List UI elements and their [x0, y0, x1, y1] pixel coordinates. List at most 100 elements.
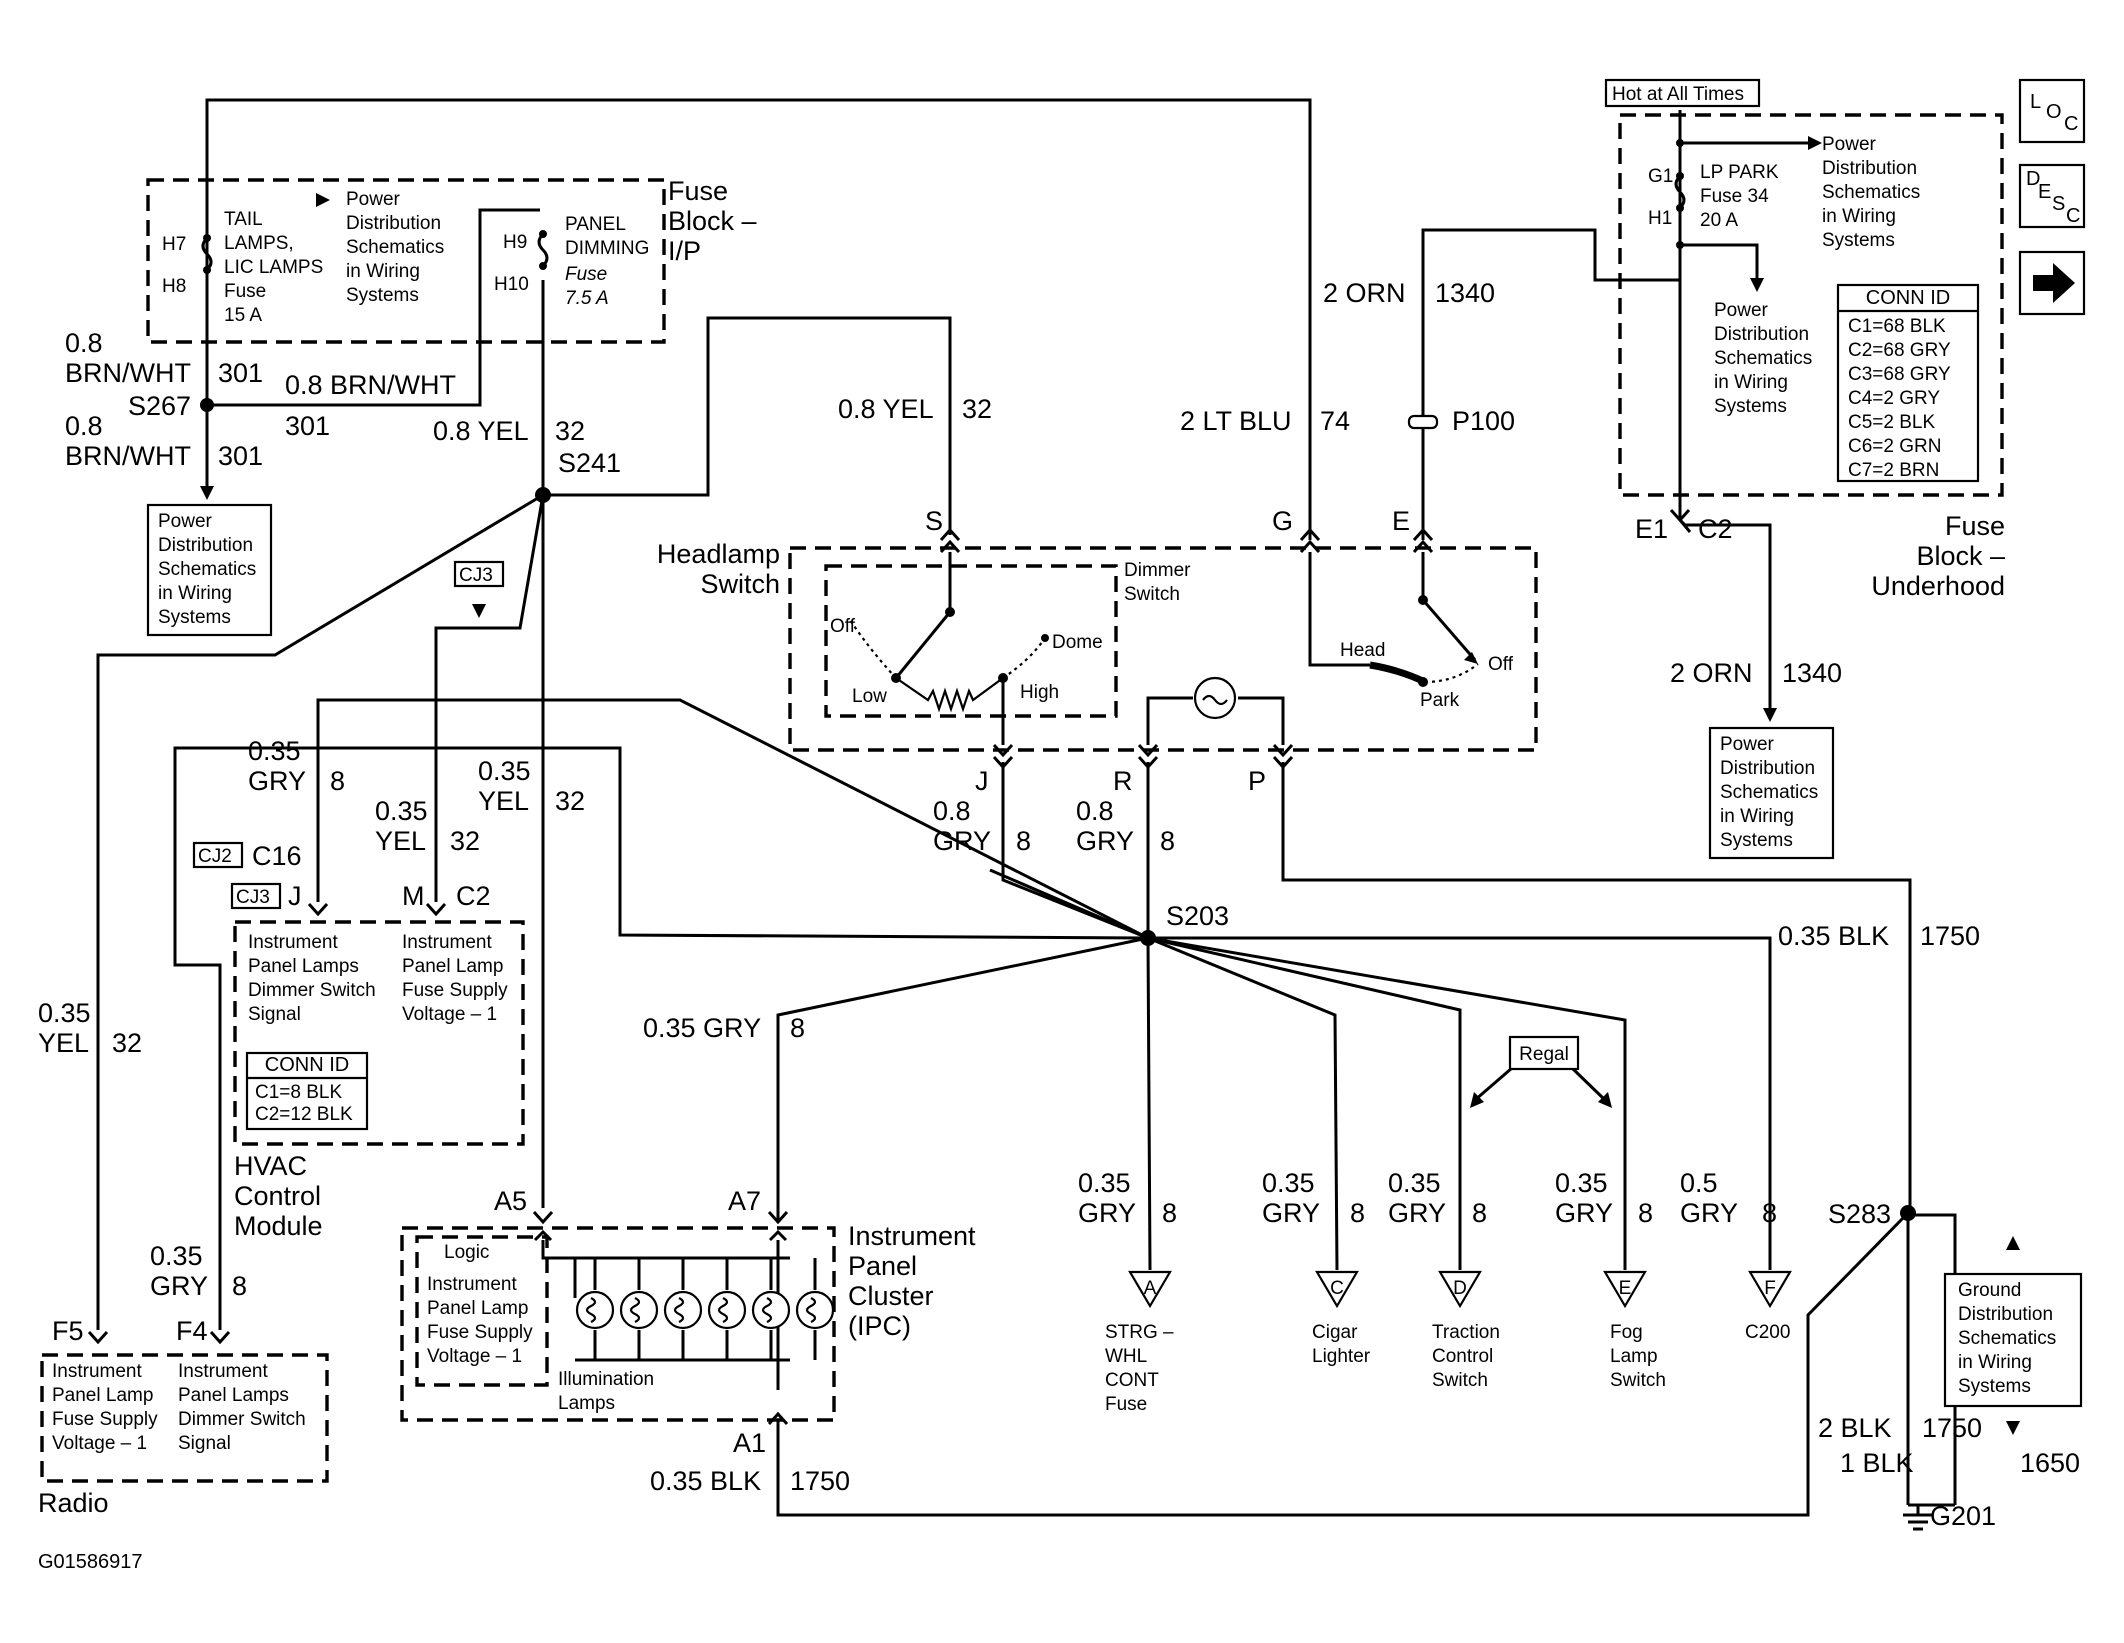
next-arrow-icon[interactable] — [2033, 263, 2075, 303]
location-button[interactable] — [2018, 78, 2086, 144]
power-ref-e1-line: in Wiring — [1720, 806, 1794, 827]
destination-c-label-line: Cigar — [1312, 1322, 1358, 1343]
pin-e: E — [1392, 506, 1410, 536]
illumination-lamp-6-circle — [795, 1290, 835, 1330]
wire-gry-d: 8 — [1472, 1198, 1487, 1228]
pin-s: S — [925, 506, 943, 536]
hvac-right-label-line: Fuse Supply — [402, 980, 508, 1001]
dimming-fuse-label-line: PANEL — [565, 214, 626, 235]
wire-blk-2: 2 BLK — [1818, 1413, 1892, 1443]
wire-gry-e: 0.35 — [1555, 1168, 1608, 1198]
wire-gry-radio: GRY — [150, 1271, 208, 1301]
underhood-down-arrow — [1750, 278, 1764, 292]
destination-e-pin: E — [1619, 1278, 1632, 1299]
destination-d-label-line: Traction — [1432, 1322, 1500, 1343]
wires — [96, 98, 1957, 1517]
underhood-conn-id-line: C2=68 GRY — [1848, 340, 1951, 361]
wire-brn-left-top: 301 — [218, 358, 263, 388]
hvac-title-line: HVAC — [234, 1151, 307, 1181]
conn-id-underhood-box — [1836, 283, 1980, 483]
ground-ref-line: in Wiring — [1958, 1352, 2032, 1373]
dimming-fuse-rating-line: Fuse — [565, 264, 607, 285]
pin-a7: A7 — [728, 1186, 761, 1216]
dimmer-switch-title-line: Switch — [1124, 584, 1180, 605]
pin-a1: A1 — [733, 1428, 766, 1458]
connector-c2: C2 — [456, 881, 491, 911]
ground-ref-line: Distribution — [1958, 1304, 2053, 1325]
wire-yel-radio: 0.35 — [38, 998, 91, 1028]
underhood-power-ref-down-line: Distribution — [1714, 324, 1809, 345]
hvac-left-label-line: Panel Lamps — [248, 956, 359, 977]
hot-label-box — [1604, 78, 1761, 108]
splice-s241: S241 — [558, 448, 621, 478]
underhood-conn-id-line: C7=2 BRN — [1848, 460, 1939, 481]
wire-brn-mid: 0.8 BRN/WHT — [285, 370, 456, 400]
cj3-arrow — [472, 604, 486, 618]
underhood-conn-id-line: C3=68 GRY — [1848, 364, 1951, 385]
destination-f-label-line: C200 — [1745, 1322, 1790, 1343]
dimmer-high: High — [1020, 682, 1059, 703]
nav-buttons[interactable] — [2018, 78, 2086, 316]
hvac-right-label-line: Voltage – 1 — [402, 1004, 497, 1025]
switch-park: Park — [1420, 690, 1460, 711]
ipc-title-line: Cluster — [848, 1281, 934, 1311]
lp-park-fuse-label-line: 20 A — [1700, 210, 1738, 231]
switch-head: Head — [1340, 640, 1385, 661]
underhood-power-ref-down-line: Schematics — [1714, 348, 1812, 369]
fuse-block-underhood-title-line: Block – — [1916, 541, 2005, 571]
hvac-right-label-line: Panel Lamp — [402, 956, 503, 977]
wire-gry-c: 0.35 — [1262, 1168, 1315, 1198]
power-ref-e1-box — [1708, 726, 1835, 860]
underhood-conn-id-line: C4=2 GRY — [1848, 388, 1940, 409]
wire-gry-c: GRY — [1262, 1198, 1320, 1228]
fuse-ip-power-ref-line: Distribution — [346, 213, 441, 234]
power-ref-e1-line: Distribution — [1720, 758, 1815, 779]
wire-gry-hvac: GRY — [248, 766, 306, 796]
fuse-block-ip-title-line: Block – — [668, 206, 757, 236]
cj3-tag: CJ3 — [236, 887, 270, 908]
wire-gry-a: 8 — [1162, 1198, 1177, 1228]
hvac-module-box — [233, 920, 525, 1146]
ipc-logic-label-line: Voltage – 1 — [427, 1346, 522, 1367]
radio-left-label-line: Instrument — [52, 1361, 142, 1382]
s267-down-arrow — [200, 486, 214, 500]
ground-ref-up-arrow — [2006, 1236, 2020, 1250]
destination-a-label-line: STRG – — [1105, 1322, 1174, 1343]
fuse-block-underhood-title-line: Underhood — [1871, 571, 2005, 601]
dimmer-switch-box — [824, 564, 1118, 718]
pin-h1: H1 — [1648, 208, 1672, 229]
radio-title: Radio — [38, 1488, 109, 1518]
wire-orn-1340-right: 2 ORN — [1670, 658, 1753, 688]
description-button[interactable] — [2018, 163, 2086, 229]
wire-lt-blu: 2 LT BLU — [1180, 406, 1292, 436]
hvac-left-label-line: Instrument — [248, 932, 338, 953]
ipc-lamp-group — [575, 1258, 835, 1360]
wire-yel-hvac-m: 32 — [450, 826, 480, 856]
splice-s241-dot — [535, 487, 551, 503]
underhood-conn-id-line: C5=2 BLK — [1848, 412, 1935, 433]
wire-yel-s: 0.8 YEL — [838, 394, 934, 424]
p100-label: P100 — [1452, 406, 1515, 436]
dimmer-off: Off — [830, 616, 856, 637]
splice-s283: S283 — [1828, 1199, 1891, 1229]
wire-yel-s241: 0.8 YEL — [433, 416, 529, 446]
wire-gry-hvac: 0.35 — [248, 736, 301, 766]
headlamp-switch-internals — [849, 552, 1479, 745]
wire-blk-1: 1 BLK — [1840, 1448, 1914, 1478]
ground-g201-symbol — [1903, 1503, 1955, 1531]
destination-triangles — [1128, 1270, 1792, 1309]
hvac-conn-id-line: C1=8 BLK — [255, 1082, 342, 1103]
pin-f5: F5 — [52, 1316, 84, 1346]
ground-ref-line: Ground — [1958, 1280, 2021, 1301]
power-ref-s267-box — [146, 503, 273, 637]
wire-gry-c: 8 — [1350, 1198, 1365, 1228]
destination-d-label-line: Control — [1432, 1346, 1493, 1367]
wire-gry-d: 0.35 — [1388, 1168, 1441, 1198]
pin-a5: A5 — [494, 1186, 527, 1216]
pin-r: R — [1113, 766, 1133, 796]
hot-at-all-times-label: Hot at All Times — [1612, 84, 1744, 105]
wire-gry-r: 0.8 — [1076, 796, 1114, 826]
wire-gry-r: GRY — [1076, 826, 1134, 856]
wire-gry-a: 0.35 — [1078, 1168, 1131, 1198]
